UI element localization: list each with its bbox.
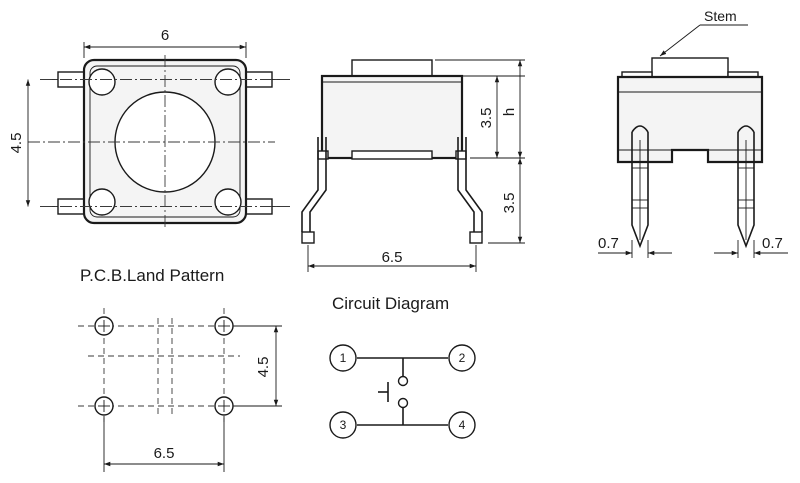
- side-body: [320, 74, 464, 160]
- svg-text:3: 3: [340, 418, 347, 432]
- top-width-dim-label: 6: [161, 27, 169, 44]
- pcb-pads: [94, 316, 234, 416]
- circuit-node-3: 3: [329, 411, 357, 439]
- svg-text:1: 1: [340, 351, 347, 365]
- stem-profile: [351, 59, 433, 78]
- top-view: 6 4.5: [8, 27, 290, 230]
- front-view: Stem 0.7 0.7: [598, 8, 788, 258]
- circuit-node-2: 2: [448, 344, 476, 372]
- pcb-land-pattern: P.C.B.Land Pattern 4.5 6.5: [78, 266, 282, 472]
- top-height-dim-label: 4.5: [8, 133, 25, 154]
- h-dim-label: h: [501, 108, 518, 116]
- circuit-node-1: 1: [329, 344, 357, 372]
- svg-text:2: 2: [459, 351, 466, 365]
- front-stem: [651, 57, 729, 78]
- side-view: 3.5 h 3.5 6.5: [301, 59, 525, 272]
- stem-label: Stem: [704, 8, 737, 24]
- lead-length-dim-label: 3.5: [501, 193, 518, 214]
- stem-height-dim-label: 3.5: [478, 108, 495, 129]
- right-pin: [737, 125, 755, 249]
- pcb-title: P.C.B.Land Pattern: [80, 266, 224, 285]
- corner-posts: [88, 68, 242, 216]
- bent-leads: [301, 137, 483, 244]
- pcb-width-dim-label: 6.5: [154, 445, 175, 462]
- right-pin-width-label: 0.7: [762, 235, 783, 252]
- left-pin: [631, 125, 649, 249]
- left-pin-width-label: 0.7: [598, 235, 619, 252]
- svg-text:4: 4: [459, 418, 466, 432]
- circuit-title: Circuit Diagram: [332, 294, 449, 313]
- circuit-diagram: Circuit Diagram 1 2 3 4: [329, 294, 476, 439]
- circuit-node-4: 4: [448, 411, 476, 439]
- lead-pitch-dim-label: 6.5: [382, 249, 403, 266]
- pcb-height-dim-label: 4.5: [255, 357, 272, 378]
